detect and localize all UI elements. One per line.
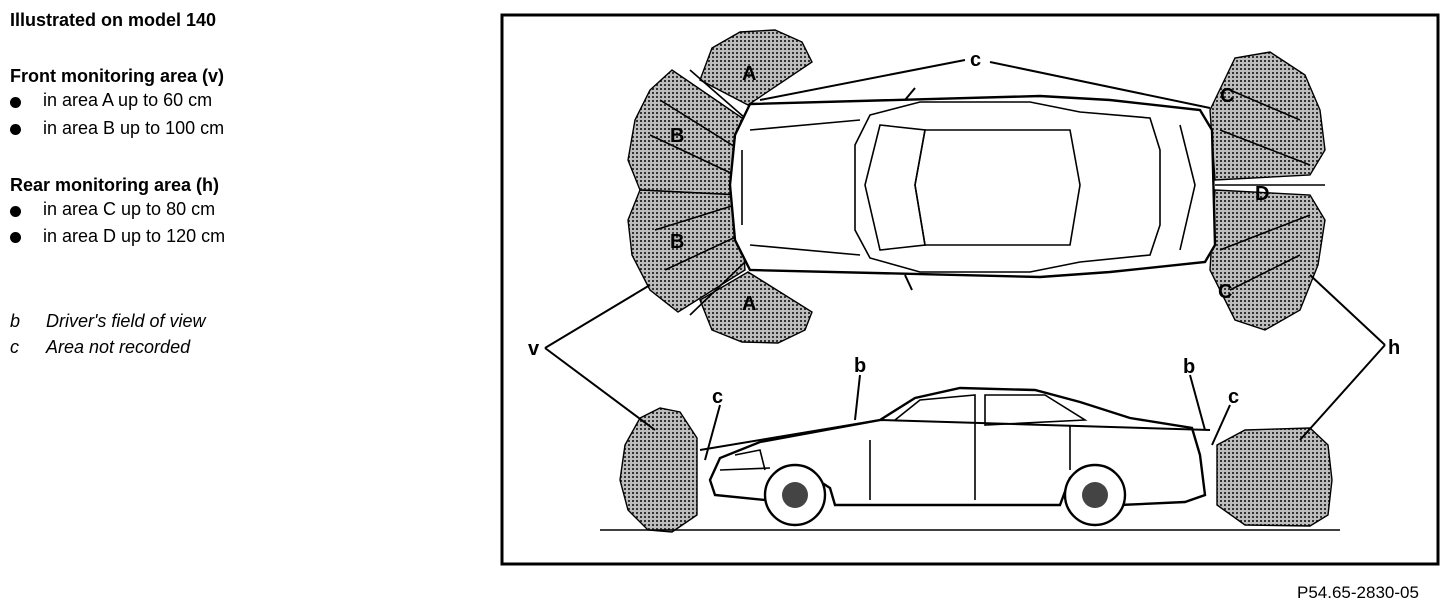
bullet-icon [10,206,21,217]
label-c-front: c [712,386,723,408]
label-c-top: c [970,49,981,71]
bullet-icon [10,124,21,135]
label-b-rear: b [1183,356,1195,378]
legend-key-c: c [10,337,19,357]
label-b-front: b [854,355,866,377]
label-b-upper: B [670,125,684,147]
rear-zones-top [1209,51,1326,331]
front-item-b: in area B up to 100 cm [43,118,225,138]
label-a-bottom: A [742,293,756,315]
front-title: Front monitoring area (v) [10,66,225,86]
zone-a-bottom [699,271,813,344]
legend-text-b: Driver's field of view [46,311,206,331]
legend-text-c: Area not recorded [46,337,191,357]
zone-b-lower [627,189,746,313]
label-h: h [1388,337,1400,359]
bullet-icon [10,97,21,108]
label-a-top: A [742,63,756,85]
callout-lines [544,59,1386,461]
heading: Illustrated on model 140 [10,10,217,30]
front-zones-top [627,29,813,344]
zone-rear-side [1216,427,1333,527]
label-d: D [1255,183,1269,205]
rear-item-d: in area D up to 120 cm [43,226,226,246]
label-c-lower: C [1218,281,1232,303]
rear-title: Rear monitoring area (h) [10,175,220,195]
label-b-lower: B [670,231,684,253]
front-item-a: in area A up to 60 cm [43,90,213,110]
bullet-icon [10,232,21,243]
zone-c-lower [1209,189,1326,331]
car-side-view [600,386,1340,533]
diagram-frame [500,13,1440,566]
rear-item-c: in area C up to 80 cm [43,199,216,219]
label-c-rear: c [1228,386,1239,408]
zone-front-side [619,407,698,533]
label-v: v [528,338,540,360]
zone-c-upper [1209,51,1326,181]
legend-key-b: b [10,311,21,331]
car-top-view [728,87,1217,291]
figure-id: P54.65-2830-05 [1297,583,1419,602]
label-c-upper: C [1220,85,1234,107]
zone-a-top [699,29,813,106]
